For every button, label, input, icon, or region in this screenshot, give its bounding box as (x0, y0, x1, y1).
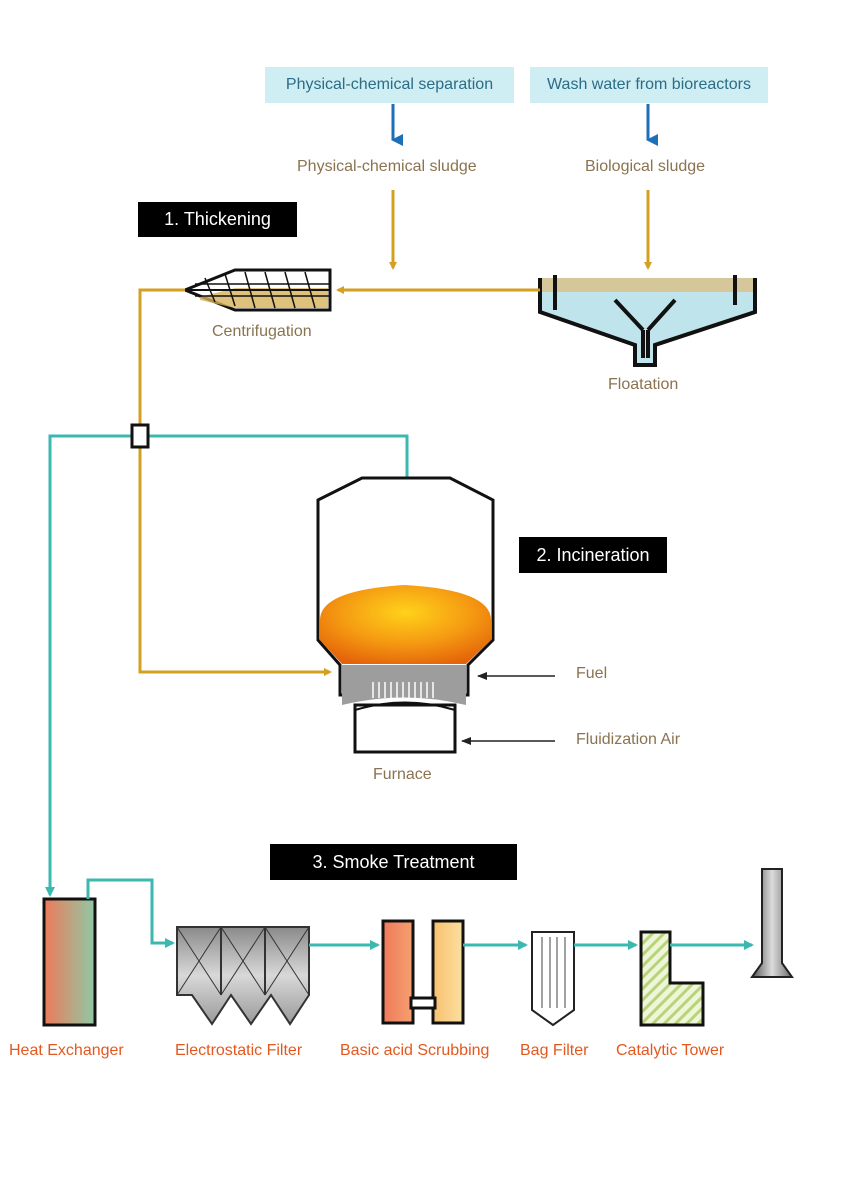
label-bag-filter: Bag Filter (520, 1042, 589, 1059)
label-furnace: Furnace (373, 766, 432, 783)
label-physical-chemical-sludge: Physical-chemical sludge (297, 158, 477, 175)
label-scrubbing: Basic acid Scrubbing (340, 1042, 490, 1059)
label-biological-sludge: Biological sludge (585, 158, 706, 175)
bag-filter (531, 931, 575, 1027)
chimney-stack (750, 868, 794, 978)
scrubber (381, 919, 465, 1025)
centrifuge (180, 268, 332, 312)
gas-line-to-heat-exchanger (45, 434, 409, 897)
sludge-line-to-furnace (138, 288, 332, 676)
floatation-tank (538, 275, 757, 367)
electrostatic-filter (176, 926, 310, 1026)
step-thickening: 1. Thickening (138, 202, 297, 237)
source-physical-chemical-separation: Physical-chemical separation (265, 67, 514, 103)
label-electrostatic-filter: Electrostatic Filter (175, 1042, 303, 1059)
heat-exchanger (42, 897, 97, 1027)
source-wash-water: Wash water from bioreactors (530, 67, 768, 103)
step-smoke-treatment: 3. Smoke Treatment (270, 844, 517, 880)
label-heat-exchanger: Heat Exchanger (9, 1042, 124, 1059)
label-centrifugation: Centrifugation (212, 323, 312, 340)
line-crossing (130, 423, 150, 449)
label-catalytic-tower: Catalytic Tower (616, 1042, 725, 1059)
gas-line-to-electrostatic-filter (86, 878, 175, 948)
label-fuel: Fuel (576, 665, 608, 682)
catalytic-tower (639, 930, 705, 1027)
step-incineration: 2. Incineration (519, 537, 667, 573)
label-floatation: Floatation (608, 376, 679, 393)
label-fluidization-air: Fluidization Air (576, 731, 681, 748)
furnace (316, 476, 495, 754)
